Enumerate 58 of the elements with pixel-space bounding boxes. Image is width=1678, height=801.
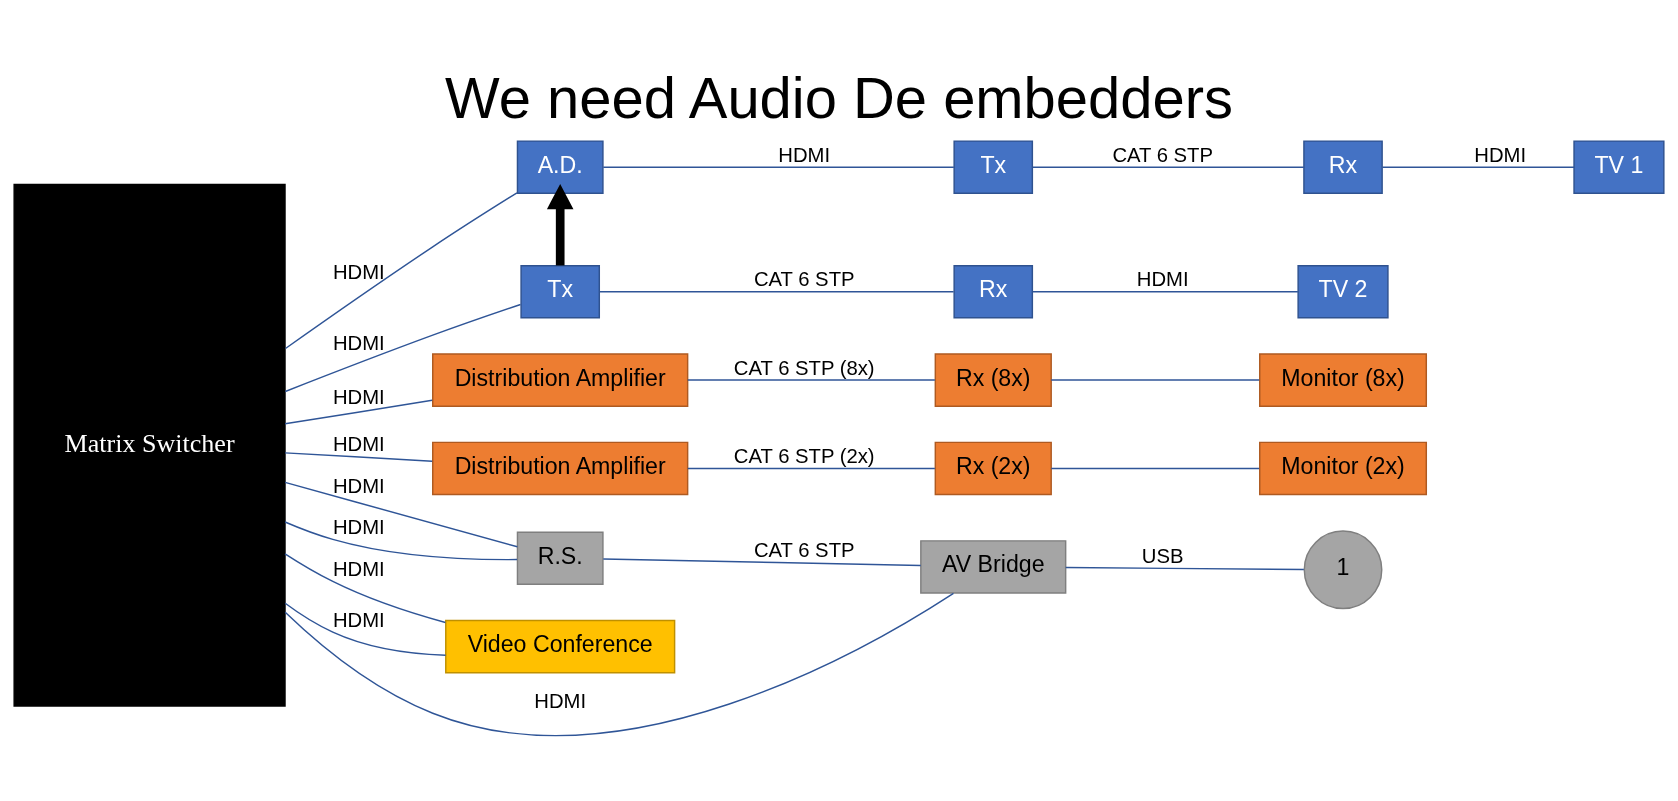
edge-label: CAT 6 STP (2x) [733,444,875,467]
node-box: Rx (8x) [934,352,1052,407]
connector [284,191,518,349]
connector [602,165,955,168]
node-circle: 1 [1303,529,1383,609]
connector [1050,467,1260,469]
connector [284,592,955,735]
node-box: A.D. [516,139,604,194]
edge-label: CAT 6 STP [753,538,855,561]
edge-label: HDMI [778,143,831,166]
edge-label: HDMI [332,432,385,455]
edge-label: HDMI [332,474,385,497]
node-box: Tx [953,139,1034,194]
connector [602,557,922,566]
node-box: TV 2 [1297,264,1389,319]
connector [1381,165,1575,168]
edge-label: HDMI [332,385,385,408]
edge-label: HDMI [332,557,385,580]
node-box: TV 1 [1573,139,1665,194]
connector [284,303,522,392]
edge-label: HDMI [1474,143,1527,166]
node-box: Matrix Switcher [13,183,286,707]
connector [598,290,955,292]
edge-label: HDMI [332,331,385,354]
connector [284,481,519,547]
connector [687,378,936,381]
connector [1050,378,1260,381]
connector [1031,165,1305,168]
edge-label: HDMI [332,260,385,283]
node-box: Distribution Amplifier [432,352,689,407]
node-box: Rx (2x) [934,441,1052,495]
node-box: Rx [1303,139,1383,194]
node-box: Distribution Amplifier [432,441,689,495]
edge-label: HDMI [1136,267,1189,290]
connector [284,520,518,560]
connector [687,467,936,469]
connector [284,399,433,425]
connector [284,602,447,656]
edge-label: HDMI [332,515,385,538]
edge-label: HDMI [332,608,385,631]
connector [284,451,433,462]
diagram-title: We need Audio De embedders [445,65,1233,130]
node-box: R.S. [516,530,604,585]
node-box: AV Bridge [920,539,1067,594]
node-box: Video Conference [445,619,676,673]
node-box: Monitor (2x) [1259,441,1428,495]
connector [284,552,447,623]
connector [1065,566,1305,570]
edge-label: HDMI [534,689,587,712]
node-box: Tx [520,264,601,319]
connector [1031,290,1299,292]
edge-label: CAT 6 STP [753,267,855,290]
node-box: Monitor (8x) [1259,352,1428,407]
edge-label: CAT 6 STP (8x) [733,356,875,379]
node-box: Rx [953,264,1034,319]
edge-label: CAT 6 STP [1112,143,1214,166]
edge-label: USB [1141,544,1184,567]
arrow [546,183,574,265]
